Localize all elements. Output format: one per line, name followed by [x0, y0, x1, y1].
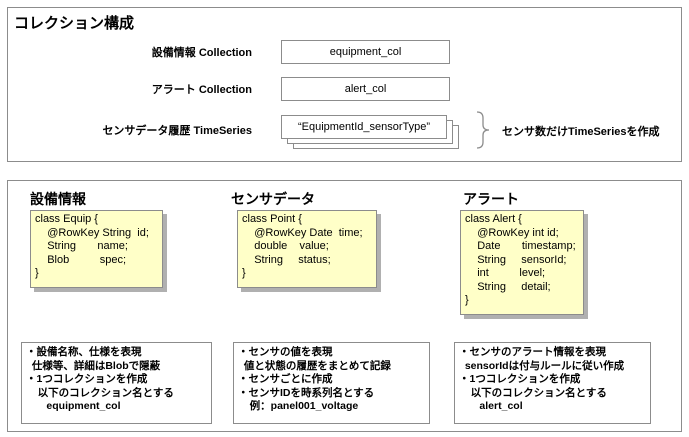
note-line: alert_col — [459, 400, 523, 412]
code-line: class Point { — [242, 213, 302, 225]
collection-config-title: コレクション構成 — [14, 15, 135, 32]
note-line: ・設備名称、仕様を表現 — [26, 346, 142, 358]
code-line: } — [242, 267, 246, 279]
code-line: String name; — [35, 240, 128, 252]
code-line: String sensorId; — [465, 253, 567, 266]
class-box-alert: class Alert { @RowKey int id; Date times… — [460, 210, 584, 315]
note-line: 以下のコレクション名とする — [459, 386, 607, 399]
note-line: sensorIdは付与ルールに従い作成 — [459, 359, 625, 372]
code-line: @RowKey int id; — [465, 226, 559, 239]
code-line: int level; — [465, 267, 546, 279]
timeseries-name: “EquipmentId_sensorType” — [281, 115, 447, 139]
collection-name-alert: alert_col — [281, 77, 450, 101]
section-title-sensor-data: センサデータ — [231, 191, 315, 207]
note-line: ・センサIDを時系列名とする — [238, 386, 375, 399]
code-line: class Equip { — [35, 213, 98, 225]
note-box-sensor-data: ・センサの値を表現 値と状態の履歴をまとめて記録 ・センサごとに作成 ・センサI… — [233, 342, 430, 424]
note-line: 以下のコレクション名とする — [26, 386, 174, 399]
note-line: ・センサのアラート情報を表現 — [459, 346, 606, 358]
row-label-alert: アラート Collection — [151, 84, 252, 96]
code-line: @RowKey String id; — [35, 226, 149, 239]
code-line: } — [35, 267, 39, 279]
note-line: equipment_col — [26, 400, 121, 412]
brace-note: センサ数だけTimeSeriesを作成 — [502, 126, 660, 138]
code-line: String detail; — [465, 280, 551, 293]
class-box-equip: class Equip { @RowKey String id; String … — [30, 210, 163, 288]
note-line: ・1つコレクションを作成 — [26, 373, 148, 385]
class-box-point: class Point { @RowKey Date time; double … — [237, 210, 377, 288]
code-line: double value; — [242, 240, 329, 252]
note-box-equip: ・設備名称、仕様を表現 仕様等、詳細はBlobで隠蔽 ・1つコレクションを作成 … — [21, 342, 212, 424]
collection-name-equipment: equipment_col — [281, 40, 450, 64]
code-line: class Alert { — [465, 213, 522, 225]
section-title-equipment: 設備情報 — [30, 191, 86, 207]
note-line: ・1つコレクションを作成 — [459, 373, 581, 385]
brace-icon — [476, 111, 490, 149]
note-line: ・センサごとに作成 — [238, 373, 333, 385]
code-line: } — [465, 294, 469, 306]
code-line: @RowKey Date time; — [242, 226, 363, 239]
row-label-equipment: 設備情報 Collection — [151, 47, 252, 59]
code-line: Blob spec; — [35, 253, 127, 266]
note-line: ・センサの値を表現 — [238, 346, 333, 358]
code-line: Date timestamp; — [465, 240, 576, 252]
note-line: 仕様等、詳細はBlobで隠蔽 — [26, 359, 161, 372]
code-line: String status; — [242, 253, 331, 266]
section-title-alert: アラート — [463, 191, 519, 207]
row-label-sensor-history: センサデータ履歴 TimeSeries — [102, 125, 252, 137]
note-box-alert: ・センサのアラート情報を表現 sensorIdは付与ルールに従い作成 ・1つコレ… — [454, 342, 651, 424]
note-line: 値と状態の履歴をまとめて記録 — [238, 359, 391, 372]
note-line: 例：panel001_voltage — [238, 400, 359, 412]
